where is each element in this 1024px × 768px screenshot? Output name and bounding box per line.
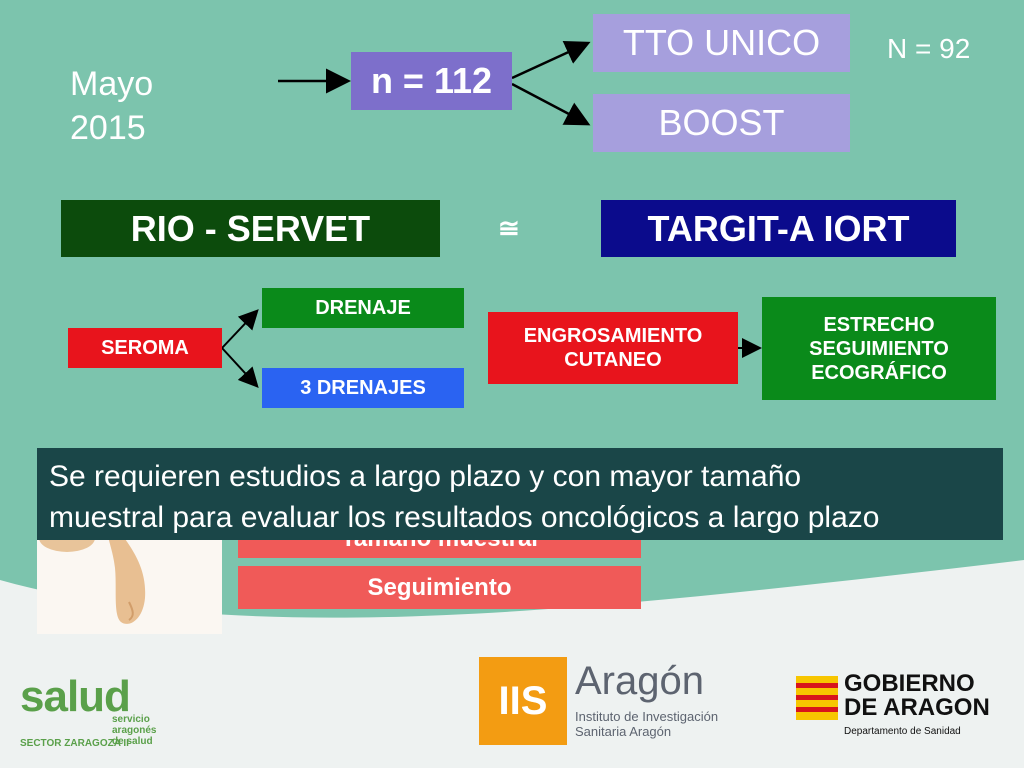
iis-sub1: Instituto de Investigación [575,709,719,724]
estrecho-line1: ESTRECHO [823,313,935,336]
engrosamiento-line1: ENGROSAMIENTO [523,325,703,347]
arrow-to-boost [511,82,591,126]
seroma-box: SEROMA [68,328,222,368]
seguimiento-box: Seguimiento [238,566,641,609]
approx-equal-symbol: ≅ [498,213,520,243]
engrosamiento-line2: CUTANEO [564,349,662,371]
gobierno-aragon-logo: GOBIERNO DE ARAGON Departamento de Sanid… [796,672,1006,742]
iis-sub2: Sanitaria Aragón [575,724,672,739]
iis-aragon-logo: IIS Aragón Instituto de Investigación Sa… [479,657,729,745]
thumbs-down-image [37,528,222,634]
sample-size-box: n = 112 [351,52,512,110]
salud-logo: salud servicio aragonés de salud SECTOR … [20,672,180,756]
salud-sub2: de salud [112,736,153,747]
arrow-to-3-drenajes [221,347,259,388]
date-label: Mayo 2015 [70,62,153,150]
conclusion-line1: Se requieren estudios a largo plazo y co… [49,460,802,493]
iis-mark: IIS [479,657,567,745]
salud-wordmark: salud [20,672,131,721]
salud-sector: SECTOR ZARAGOZA II [20,738,129,749]
salud-sub1: servicio aragonés [112,714,157,736]
iis-name: Aragón [575,659,704,703]
arrow-to-tto [511,40,591,80]
gobierno-dept: Departamento de Sanidad [844,726,961,737]
estrecho-seguimiento-box: ESTRECHO SEGUIMIENTO ECOGRÁFICO [762,297,996,400]
gobierno-line1: GOBIERNO [844,670,975,697]
thumb-illustration-icon [39,528,146,624]
estrecho-line3: ECOGRÁFICO [811,361,947,384]
aragon-flag-icon [796,676,838,720]
targit-iort-box: TARGIT-A IORT [601,200,956,257]
gobierno-line2: DE ARAGON [844,694,990,721]
rio-servet-box: RIO - SERVET [61,200,440,257]
drenaje-box: DRENAJE [262,288,464,328]
boost-box: BOOST [593,94,850,152]
arrow-to-drenaje [221,309,259,349]
tto-unico-box: TTO UNICO [593,14,850,72]
conclusion-banner: Se requieren estudios a largo plazo y co… [37,448,1003,540]
date-month: Mayo [70,65,154,103]
engrosamiento-box: ENGROSAMIENTO CUTANEO [488,312,738,384]
date-year: 2015 [70,109,146,147]
n-92-label: N = 92 [887,33,971,64]
three-drenajes-box: 3 DRENAJES [262,368,464,408]
conclusion-line2: muestral para evaluar los resultados onc… [49,501,880,534]
estrecho-line2: SEGUIMIENTO [809,337,949,360]
